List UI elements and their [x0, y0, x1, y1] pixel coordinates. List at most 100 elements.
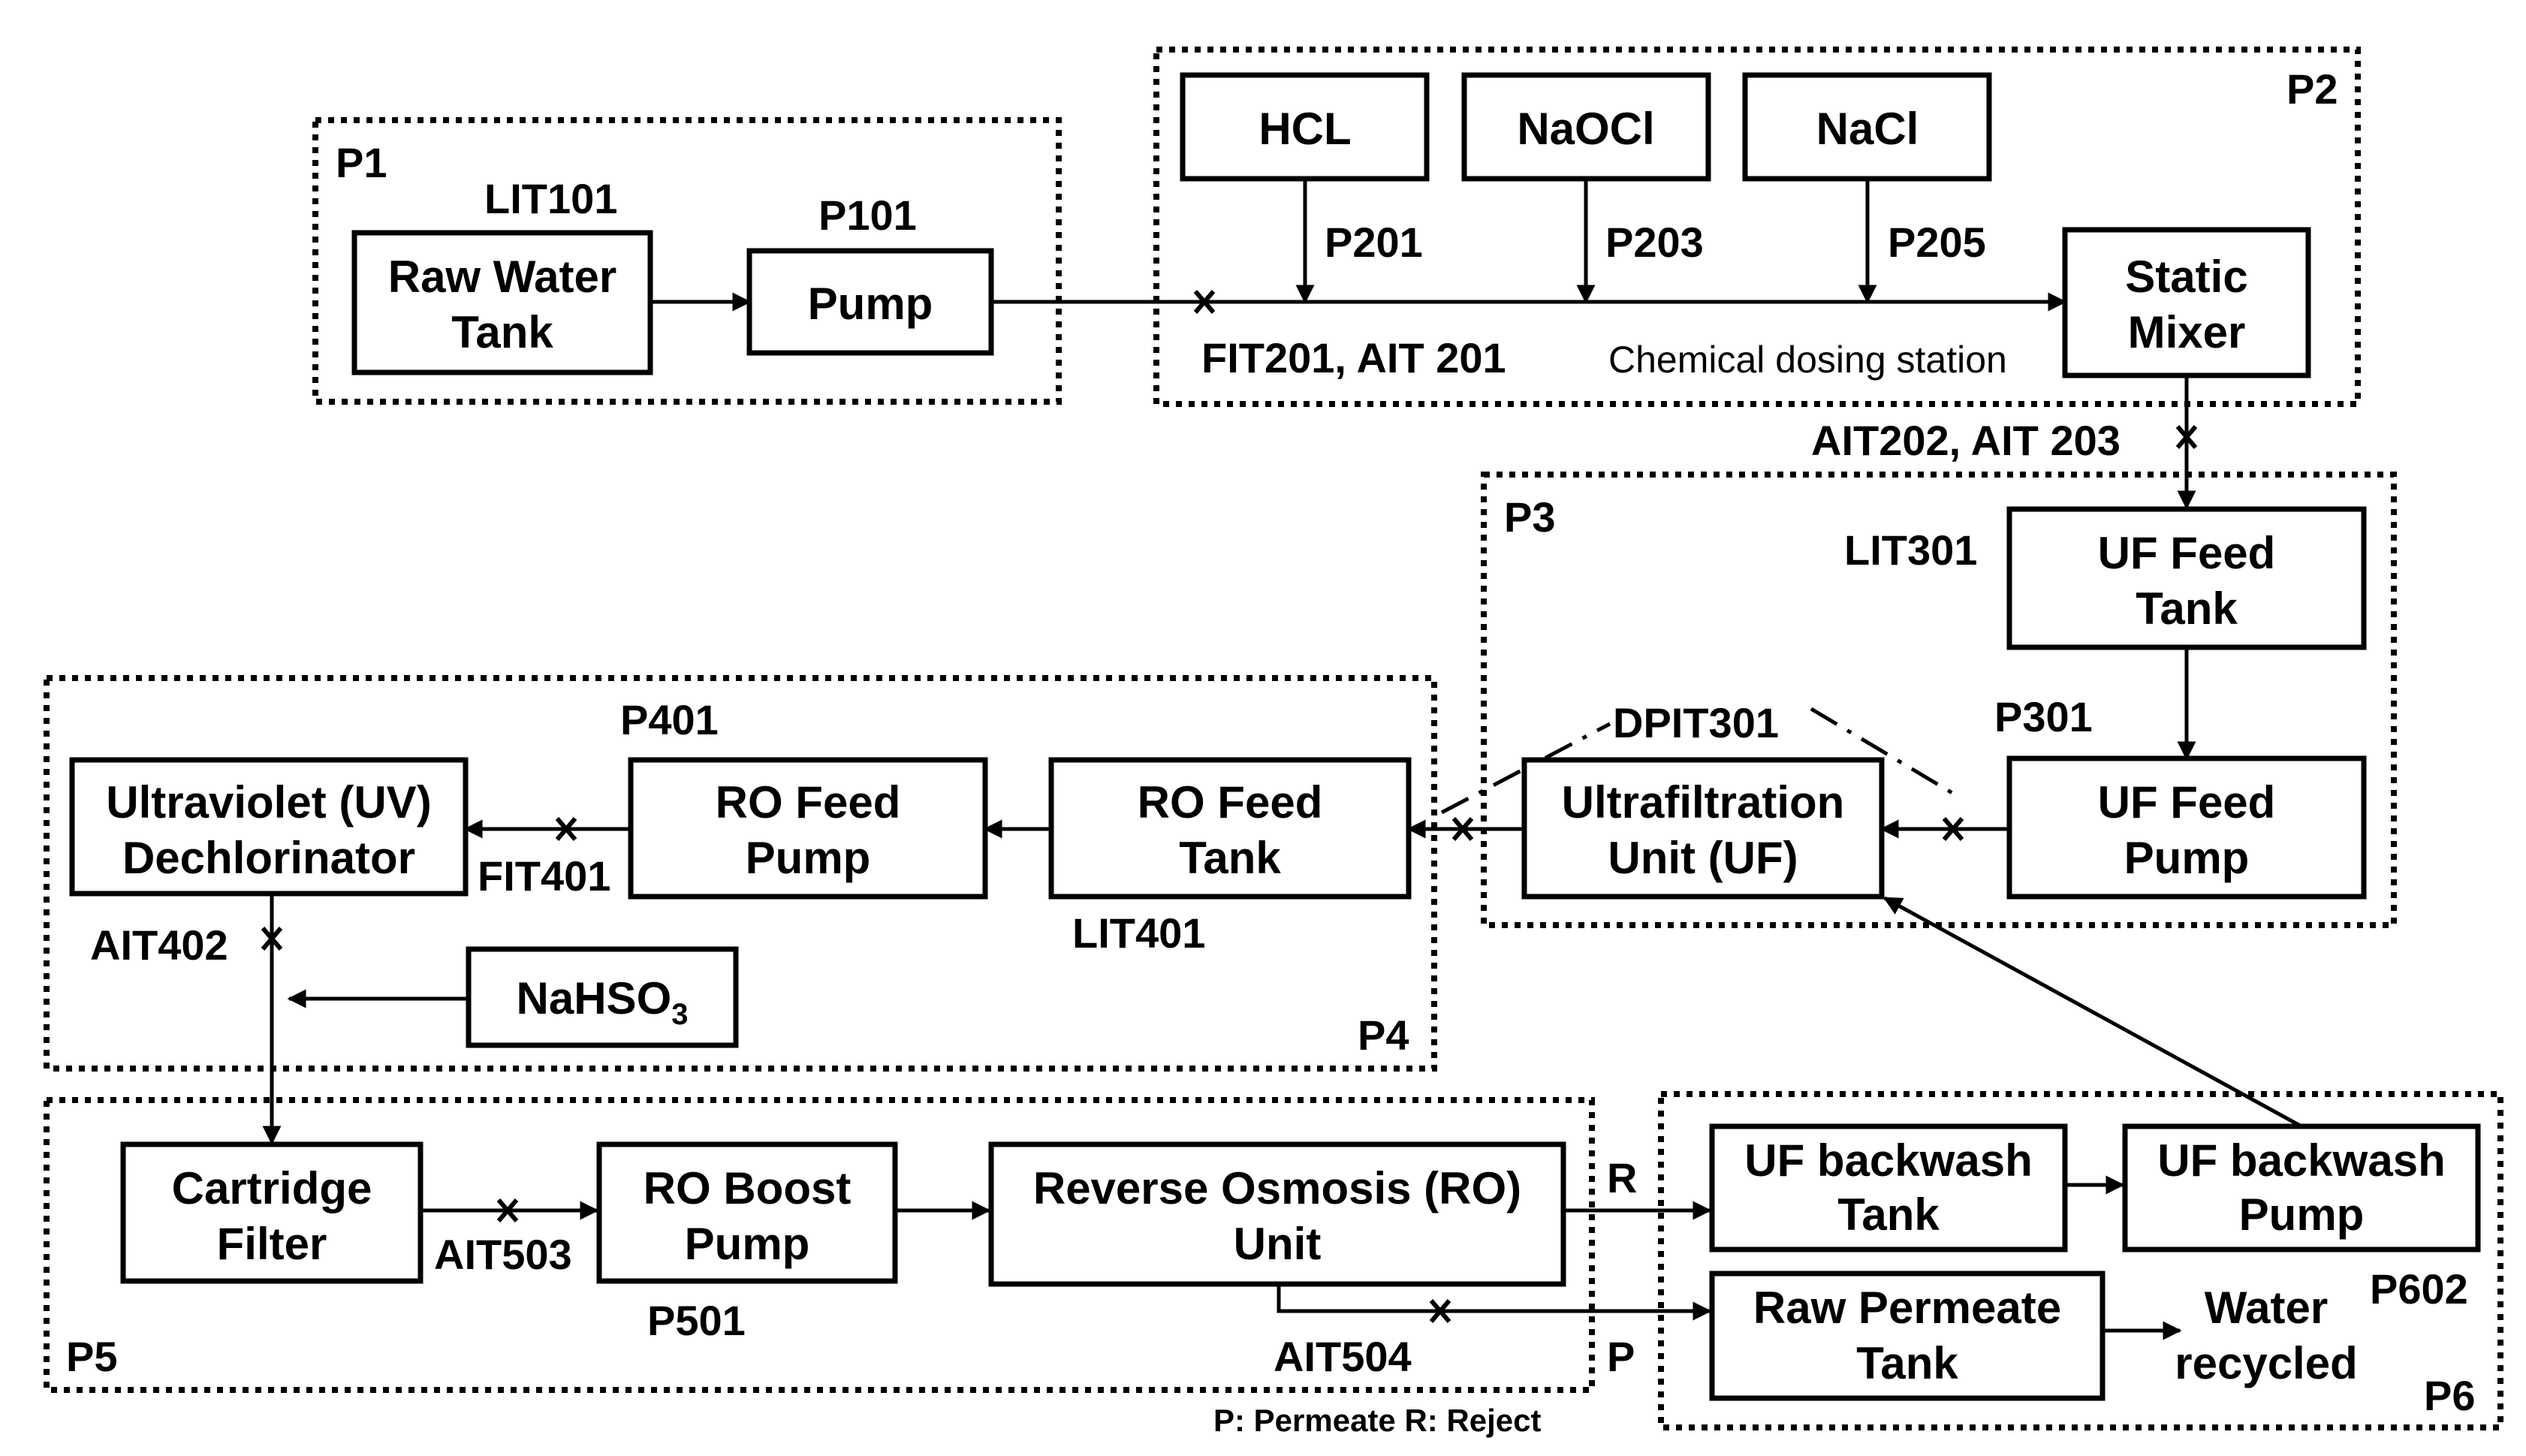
stage-p5-label: P5 [66, 1333, 118, 1380]
hcl-label: HCL [1258, 104, 1351, 154]
stage-p6-label: P6 [2424, 1372, 2476, 1419]
flow-backwash-pump-to-uf-unit [1882, 896, 2303, 1129]
label-fit401: FIT401 [478, 852, 610, 900]
label-p301: P301 [1994, 693, 2093, 740]
uv-dechlorinator-line1: Ultraviolet (UV) [106, 777, 431, 827]
sensor-marker-ait402 [261, 927, 283, 951]
cartridge-filter-line1: Cartridge [172, 1163, 372, 1213]
uf-backwash-pump[interactable]: UF backwash Pump [2122, 1123, 2481, 1253]
label-ait503: AIT503 [434, 1231, 572, 1278]
uv-dechlorinator-line2: Dechlorinator [122, 833, 415, 883]
nahso3-base: NaHSO [517, 973, 672, 1023]
ro-boost-pump-line2: Pump [685, 1219, 810, 1269]
stage-p4-zone [44, 675, 1437, 1072]
water-recycled-line2: recycled [2175, 1338, 2358, 1388]
uf-unit-line2: Unit (UF) [1608, 833, 1798, 883]
naocl-label: NaOCl [1517, 104, 1654, 154]
uf-unit-line1: Ultrafiltration [1562, 777, 1845, 827]
label-p205: P205 [1888, 219, 1986, 266]
legend-permeate-reject: P: Permeate R: Reject [1213, 1403, 1542, 1438]
label-lit301: LIT301 [1844, 526, 1977, 574]
sensor-marker-fit401 [555, 817, 577, 841]
stage-p2-label: P2 [2286, 65, 2338, 113]
label-lit401: LIT401 [1072, 909, 1205, 957]
nahso3-label: NaHSO3 [517, 973, 689, 1031]
label-fit201-ait201: FIT201, AIT 201 [1201, 334, 1506, 381]
uv-dechlorinator[interactable]: Ultraviolet (UV) Dechlorinator [69, 757, 469, 897]
label-lit101: LIT101 [484, 175, 617, 222]
nahso3-tank[interactable]: NaHSO3 [466, 946, 739, 1048]
static-mixer[interactable]: Static Mixer [2062, 227, 2311, 378]
flow-ro-permeate-to-permeate-tank [1277, 1284, 1712, 1321]
pump-p101[interactable]: Pump [746, 248, 994, 356]
sensor-marker-ait202 [2175, 425, 2198, 449]
uf-backwash-tank-line2: Tank [1837, 1189, 1940, 1240]
uf-feed-pump-line2: Pump [2124, 833, 2250, 883]
label-p203: P203 [1605, 219, 1704, 266]
uf-feed-tank-line2: Tank [2136, 583, 2238, 634]
sensor-marker-ait503 [496, 1198, 519, 1222]
stage-p3-label: P3 [1504, 493, 1556, 541]
naocl-tank[interactable]: NaOCl [1461, 72, 1711, 182]
hcl-tank[interactable]: HCL [1180, 72, 1430, 182]
ro-feed-pump[interactable]: RO Feed Pump [628, 757, 988, 900]
cartridge-filter-line2: Filter [217, 1219, 327, 1269]
label-ait504: AIT504 [1274, 1333, 1412, 1380]
raw-permeate-tank-line1: Raw Permeate [1753, 1283, 2061, 1333]
label-p501: P501 [647, 1297, 746, 1344]
pump-p101-label: Pump [808, 279, 933, 329]
ro-feed-tank-line2: Tank [1179, 833, 1281, 883]
label-p602: P602 [2370, 1265, 2468, 1313]
ro-feed-tank[interactable]: RO Feed Tank [1048, 757, 1412, 900]
stage-p1-zone [312, 117, 1062, 405]
label-p401: P401 [620, 696, 719, 743]
label-dpit301: DPIT301 [1613, 699, 1779, 746]
water-recycled-line1: Water [2205, 1283, 2328, 1333]
stage-p1-label: P1 [336, 139, 387, 186]
uf-feed-pump[interactable]: UF Feed Pump [2006, 755, 2367, 900]
reverse-osmosis-unit[interactable]: Reverse Osmosis (RO) Unit [988, 1141, 1566, 1287]
ultrafiltration-unit[interactable]: Ultrafiltration Unit (UF) [1521, 757, 1885, 900]
label-ait402: AIT402 [90, 921, 228, 969]
uf-feed-tank[interactable]: UF Feed Tank [2006, 506, 2367, 650]
sensor-marker-uf-outlet [1451, 817, 1474, 841]
ro-unit-line1: Reverse Osmosis (RO) [1033, 1163, 1521, 1213]
uf-backwash-tank[interactable]: UF backwash Tank [1709, 1123, 2068, 1253]
ro-boost-pump[interactable]: RO Boost Pump [596, 1141, 898, 1284]
ro-boost-pump-line1: RO Boost [644, 1163, 852, 1213]
raw-permeate-tank[interactable]: Raw Permeate Tank [1709, 1271, 2106, 1401]
nacl-label: NaCl [1816, 104, 1919, 154]
uf-feed-pump-line1: UF Feed [2098, 777, 2276, 827]
caption-chemical-dosing: Chemical dosing station [1608, 339, 2007, 381]
ro-feed-pump-line1: RO Feed [716, 777, 901, 827]
uf-backwash-tank-line1: UF backwash [1744, 1135, 2032, 1186]
uf-backwash-pump-line2: Pump [2239, 1189, 2365, 1240]
label-p101: P101 [818, 191, 917, 239]
flow-label-reject: R [1607, 1154, 1637, 1201]
stage-p2-zone [1153, 47, 2361, 407]
raw-water-tank-line1: Raw Water [388, 252, 617, 302]
flow-label-permeate: P [1607, 1333, 1635, 1380]
nahso3-subscript: 3 [671, 998, 688, 1031]
ro-unit-line2: Unit [1234, 1219, 1322, 1269]
raw-permeate-tank-line2: Tank [1856, 1338, 1958, 1388]
uf-backwash-pump-line1: UF backwash [2157, 1135, 2445, 1186]
sensor-marker-fit201 [1193, 290, 1216, 314]
ro-feed-pump-line2: Pump [746, 833, 871, 883]
raw-water-tank-line2: Tank [451, 307, 553, 357]
cartridge-filter[interactable]: Cartridge Filter [120, 1141, 424, 1284]
static-mixer-line2: Mixer [2128, 307, 2246, 357]
sensor-marker-ait504 [1429, 1299, 1451, 1323]
stage-p5-zone [44, 1097, 1595, 1393]
sensor-marker-uf-inlet [1942, 817, 1964, 841]
stage-p4-label: P4 [1358, 1011, 1409, 1059]
dpit301-differential-line-right [1810, 707, 1961, 800]
raw-water-tank[interactable]: Raw Water Tank [351, 230, 653, 375]
ro-feed-tank-line1: RO Feed [1138, 777, 1323, 827]
stage-p3-zone [1481, 472, 2397, 928]
label-ait202-ait203: AIT202, AIT 203 [1811, 417, 2121, 464]
nacl-tank[interactable]: NaCl [1742, 72, 1992, 182]
uf-feed-tank-line1: UF Feed [2098, 528, 2276, 578]
label-p201: P201 [1325, 219, 1423, 266]
